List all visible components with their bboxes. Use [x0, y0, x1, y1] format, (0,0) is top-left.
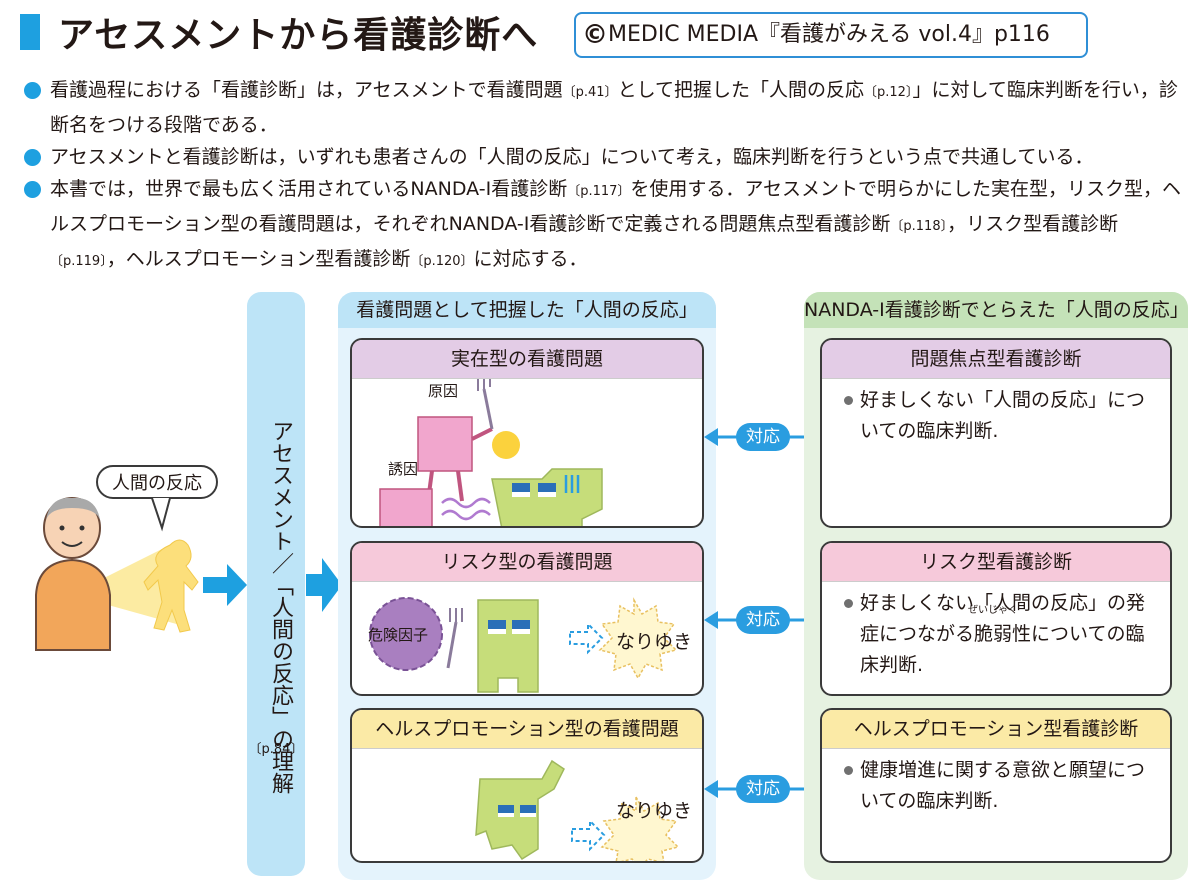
bullet-text: を使用する．アセスメントで明らかにした実在型，リスク型，ヘルスプロモーション型の…: [50, 178, 1182, 235]
assessment-column: [247, 292, 305, 876]
actual-problem-illustration: [379, 379, 603, 526]
bullet-text: 本書では，世界で最も広く活用されているNANDA-I看護診断: [50, 178, 568, 200]
page-ref: 〔p.12〕: [864, 85, 913, 100]
correspond-badge-2: 対応: [736, 606, 790, 634]
risk-diagnosis-card: リスク型看護診断 好ましくない「人間の反応」の発症につながるぜいじゃく脆弱性につ…: [820, 541, 1172, 696]
cause-label: 原因: [428, 382, 459, 400]
nursing-problem-header: 看護問題として把握した「人間の反応」: [338, 292, 716, 328]
ruby-reading: ぜいじゃく: [968, 605, 1019, 616]
risk-diagnosis-desc-pre: 好ましくない「人間の反応」の発症につながる: [860, 592, 1146, 645]
health-promotion-problem-illustration: [475, 759, 680, 861]
page-ref: 〔p.120〕: [410, 254, 474, 269]
inducer-label: 誘因: [388, 460, 419, 478]
credit-box: ©MEDIC MEDIA『看護がみえる vol.4』p116: [574, 12, 1088, 58]
bubble-tail: [151, 498, 171, 532]
bullet-dot: [24, 82, 41, 99]
bullet-text: ，リスク型看護診断: [947, 213, 1119, 235]
nanda-diagnosis-header: NANDA-I看護診断でとらえた「人間の反応」: [804, 292, 1189, 328]
page-ref: 〔p.41〕: [562, 85, 618, 100]
risk-problem-title: リスク型の看護問題: [352, 543, 702, 582]
health-promotion-diagnosis-title: ヘルスプロモーション型看護診断: [822, 710, 1170, 749]
bullet-text: として把握した「人間の反応: [617, 79, 864, 101]
risk-diagnosis-desc-post: 性についての臨床判断.: [860, 623, 1145, 676]
bullet-text: 看護過程における「看護診断」は，アセスメントで看護問題: [50, 79, 563, 101]
ruby-word: ぜいじゃく脆弱: [968, 605, 1018, 650]
page-ref: 〔p.119〕: [50, 254, 107, 269]
risk-outcome-label: なりゆき: [616, 631, 693, 653]
hp-outcome-label: なりゆき: [616, 800, 693, 822]
bullet-text: ，ヘルスプロモーション型看護診断: [106, 248, 411, 270]
credit-text: MEDIC MEDIA『看護がみえる vol.4』p116: [608, 22, 1050, 47]
bullet-text: に対応する．: [473, 248, 588, 270]
bullet-text: 」に対して臨床判断を行い，診断名をつける段階である．: [50, 79, 1178, 136]
bullet-text: アセスメントと看護診断は，いずれも患者さんの「人間の反応」について考え，臨床判断…: [50, 146, 1094, 168]
human-reaction-bubble: 人間の反応: [96, 465, 218, 499]
bullet-dot: [24, 181, 41, 198]
correspond-badge-3: 対応: [736, 775, 790, 803]
page-ref: 〔p.118〕: [890, 219, 948, 234]
correspond-badge-1: 対応: [736, 423, 790, 451]
health-promotion-diagnosis-card: ヘルスプロモーション型看護診断 健康増進に関する意欲と願望についての臨床判断.: [820, 708, 1172, 863]
ruby-base: 脆弱: [974, 623, 1013, 645]
health-promotion-diagnosis-desc: 健康増進に関する意欲と願望についての臨床判断.: [860, 759, 1146, 812]
arrow-to-problems: [306, 558, 342, 612]
bullet-dot: [844, 396, 853, 405]
risk-diagnosis-title: リスク型看護診断: [822, 543, 1170, 582]
patient-illustration: [35, 497, 199, 651]
bullet-dot: [24, 149, 41, 166]
assessment-label: アセスメント／「人間の反応」の理解: [268, 420, 293, 794]
problem-focused-diagnosis-title: 問題焦点型看護診断: [822, 340, 1170, 379]
copyright-symbol: ©: [582, 20, 608, 50]
arrow-to-assessment: [203, 564, 247, 606]
bullet-item: 本書では，世界で最も広く活用されているNANDA-I看護診断〔p.117〕を使用…: [22, 173, 1192, 278]
bullet-list: 看護過程における「看護診断」は，アセスメントで看護問題〔p.41〕として把握した…: [22, 74, 1192, 278]
bullet-item: 看護過程における「看護診断」は，アセスメントで看護問題〔p.41〕として把握した…: [22, 74, 1192, 141]
bullet-dot: [844, 766, 853, 775]
risk-problem-card: リスク型の看護問題: [350, 541, 704, 696]
risk-problem-illustration: [369, 597, 678, 693]
bullet-item: アセスメントと看護診断は，いずれも患者さんの「人間の反応」について考え，臨床判断…: [22, 141, 1192, 173]
risk-factor-label: 危険因子: [368, 626, 429, 644]
assessment-ref: 〔p.84〕: [248, 742, 304, 757]
problem-focused-diagnosis-card: 問題焦点型看護診断 好ましくない「人間の反応」についての臨床判断.: [820, 338, 1172, 528]
page-ref: 〔p.117〕: [567, 184, 631, 199]
bullet-dot: [844, 599, 853, 608]
page-title: アセスメントから看護診断へ: [58, 15, 539, 56]
problem-focused-diagnosis-desc: 好ましくない「人間の反応」についての臨床判断.: [860, 389, 1146, 442]
actual-problem-title: 実在型の看護問題: [352, 340, 702, 379]
risk-diagnosis-desc: 好ましくない「人間の反応」の発症につながるぜいじゃく脆弱性についての臨床判断.: [842, 588, 1156, 681]
health-promotion-problem-title: ヘルスプロモーション型の看護問題: [352, 710, 702, 749]
title-accent-bar: [20, 14, 40, 50]
health-promotion-problem-card: ヘルスプロモーション型の看護問題: [350, 708, 704, 863]
actual-problem-card: 実在型の看護問題: [350, 338, 704, 528]
